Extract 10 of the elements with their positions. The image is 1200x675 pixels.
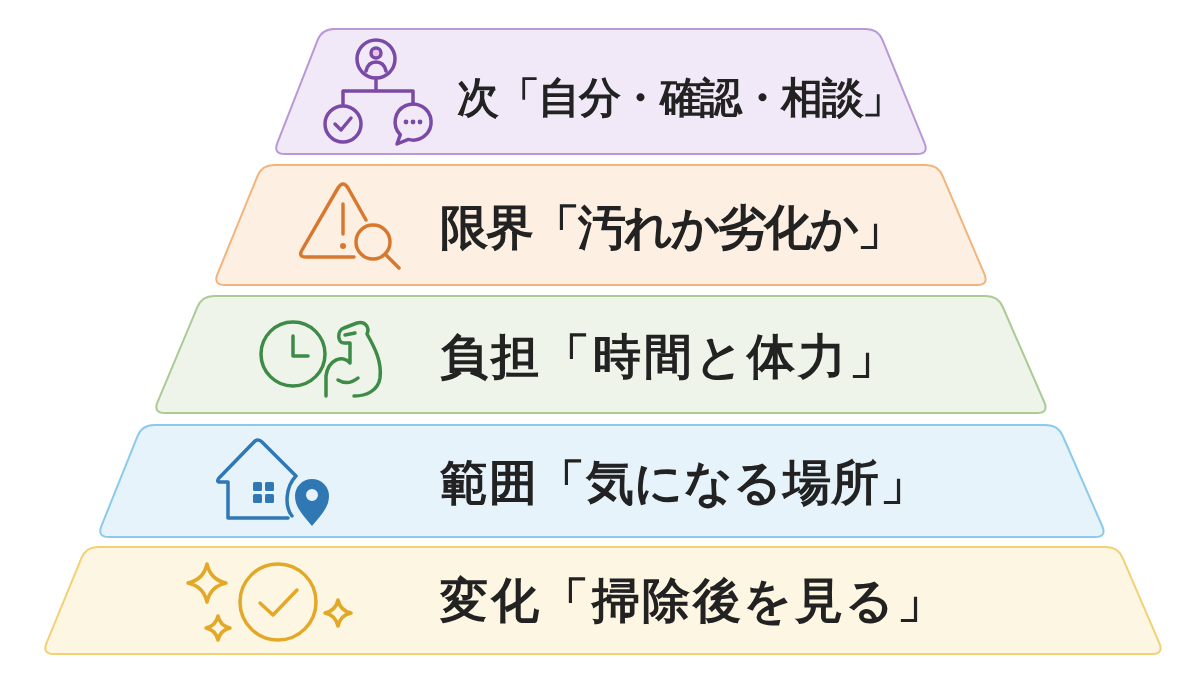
pyramid-band [152, 295, 1050, 414]
band-title: 変化「掃除後を見る」 [440, 572, 947, 630]
band-title: 次「自分・確認・相談」 [457, 72, 903, 124]
band-title: 限界「汚れか劣化か」 [440, 199, 903, 257]
pyramid-band [96, 424, 1108, 538]
pyramid-band [272, 28, 930, 155]
pyramid-band [212, 164, 990, 286]
band-title: 範囲「気になる場所」 [440, 454, 928, 512]
pyramid-band [41, 546, 1165, 655]
band-title: 負担「時間と体力」 [440, 328, 900, 386]
